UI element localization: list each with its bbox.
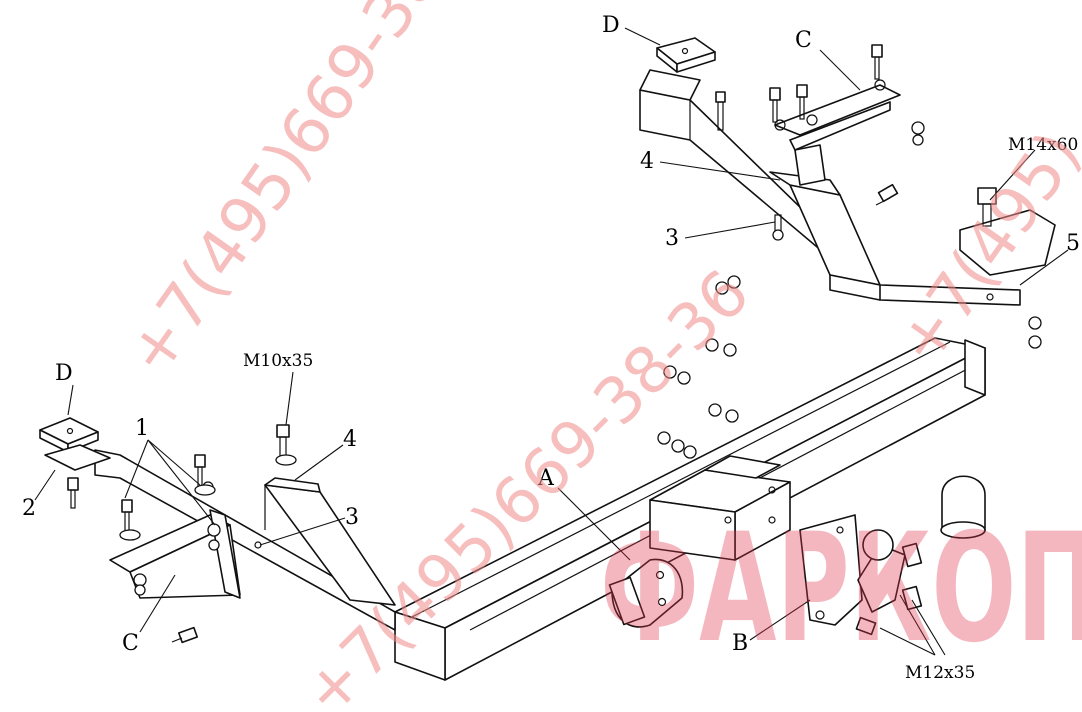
watermark-phone-right: +7(495) (882, 118, 1082, 379)
tow-ball-assembly (799, 514, 923, 636)
ball-cap (940, 475, 986, 539)
left-side-bracket (94, 449, 396, 631)
label-5: 5 (1066, 231, 1080, 256)
label-m14x60: M14x60 (1008, 135, 1078, 155)
bolts-left (67, 424, 297, 644)
loose-nuts (657, 275, 1042, 459)
ball-mount-plate (608, 558, 684, 628)
callout-labels: D C M14x60 4 3 5 D M10x35 1 4 2 3 C A B … (22, 13, 1080, 683)
pad-5-with-bolt (959, 187, 1056, 276)
label-m10x35: M10x35 (243, 351, 313, 371)
label-1: 1 (135, 416, 149, 441)
label-d-top: D (602, 13, 620, 38)
label-3-left: 3 (345, 505, 359, 530)
watermark-brand: ФАРКОП (600, 502, 1082, 676)
label-d-left: D (55, 361, 73, 386)
label-a: A (537, 466, 555, 491)
leader-lines (34, 27, 1069, 656)
plate-d-top (656, 37, 716, 73)
plate-d-left (39, 417, 111, 471)
label-c-top: C (795, 28, 812, 53)
label-2: 2 (22, 496, 36, 521)
bracket-c-top (774, 79, 901, 186)
watermark-phone-top: +7(495)669-38-36 (112, 0, 515, 389)
label-b: B (732, 631, 748, 656)
beam-center-clamp (649, 455, 791, 561)
label-m12x35: M12x35 (905, 663, 975, 683)
label-3-top: 3 (665, 226, 679, 251)
bolts-top (715, 44, 925, 241)
label-c-left: C (122, 631, 139, 656)
label-4-left: 4 (343, 427, 357, 452)
label-4-top: 4 (640, 149, 654, 174)
